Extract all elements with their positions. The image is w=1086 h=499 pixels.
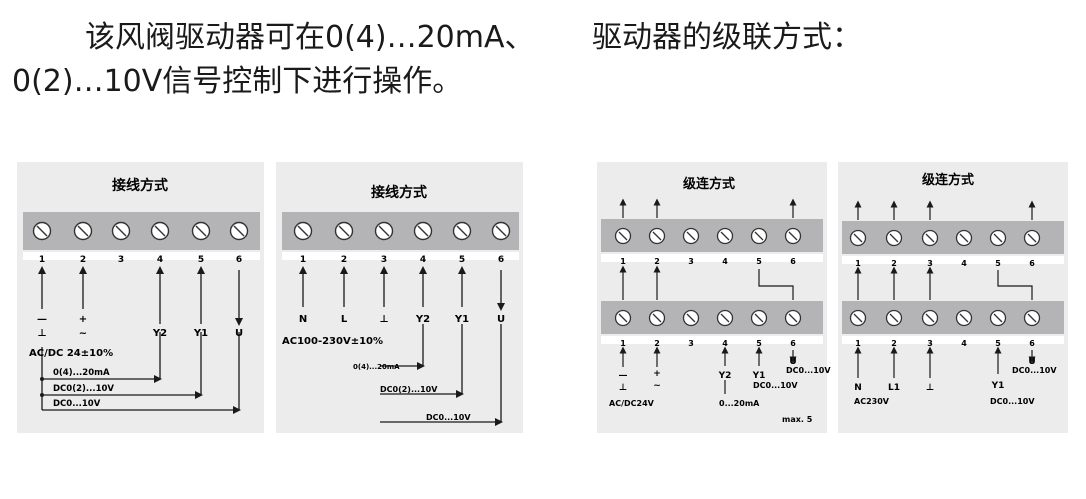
u-label: U	[789, 357, 796, 367]
terminal-strip	[23, 212, 260, 250]
u-label: U	[1028, 357, 1035, 367]
terminal-number: 2	[891, 259, 897, 268]
max-label: max. 5	[782, 415, 813, 424]
y1-label: Y1	[193, 328, 208, 339]
terminal-number: 5	[756, 257, 762, 266]
u-label: U	[497, 314, 505, 325]
terminal-number: 4	[961, 339, 967, 348]
signal-label: 0(4)...20mA	[353, 363, 400, 371]
signal-label: DC0...10V	[426, 413, 471, 422]
terminal-number: 3	[927, 339, 933, 348]
supply-label: AC100-230V±10%	[282, 336, 383, 347]
terminal-number: 4	[961, 259, 967, 268]
cascade-panel-230v: 级连方式 1 2 3 4 5 6 1 2	[838, 162, 1068, 433]
terminal-number: 1	[620, 339, 626, 348]
signal-label: DC0(2)...10V	[380, 385, 438, 394]
wiring-panel-230v: 接线方式 1 2 3 4 5 6 N L ⊥ Y2 Y1 U	[276, 162, 523, 433]
n-label: N	[299, 314, 307, 325]
cascade-diagram-24v: 级连方式 1 2 3 4 5 6 1 2 3 4	[601, 176, 831, 424]
terminal-number: 2	[341, 255, 347, 265]
terminal-number: 4	[157, 255, 163, 265]
signal-label: DC0...10V	[53, 399, 101, 409]
terminal-number: 4	[420, 255, 426, 265]
terminal-number: 6	[1029, 339, 1035, 348]
ground-label: ⊥	[619, 383, 627, 393]
y1-label: Y1	[991, 381, 1005, 391]
ground-label: ⊥	[37, 328, 46, 339]
terminal-number: 3	[118, 255, 124, 265]
terminal-number: 3	[381, 255, 387, 265]
terminal-number: 4	[722, 339, 728, 348]
panel-title: 级连方式	[922, 172, 974, 188]
intro-line-1: 该风阀驱动器可在0(4)…20mA、	[85, 20, 535, 55]
screw-terminals	[32, 221, 249, 241]
terminal-number: 2	[654, 257, 660, 266]
terminal-number: 5	[459, 255, 465, 265]
y2-label: Y2	[152, 328, 167, 339]
terminal-strip	[282, 212, 519, 250]
y2-signal-label: 0...20mA	[719, 399, 760, 408]
terminal-number: 1	[300, 255, 306, 265]
wiring-panel-24v: 接线方式 1 2 3 4 5 6 — + ⊥ ~ Y2 Y	[17, 162, 264, 433]
cascade-panel-24v: 级连方式 1 2 3 4 5 6 1 2 3 4	[597, 162, 831, 433]
terminal-number: 2	[654, 339, 660, 348]
n-label: N	[854, 383, 862, 393]
u-label: U	[235, 328, 243, 339]
cascade-diagram-230v: 级连方式 1 2 3 4 5 6 1 2	[842, 172, 1064, 406]
terminal-number: 4	[722, 257, 728, 266]
y1-label: Y1	[454, 314, 469, 325]
cascade-heading: 驱动器的级联方式：	[592, 20, 862, 55]
signal-label: DC0(2)...10V	[53, 384, 114, 394]
ground-label: ⊥	[379, 314, 388, 325]
tilde-label: ~	[653, 381, 661, 391]
terminal-number: 3	[927, 259, 933, 268]
out-signal-label: DC0...10V	[1012, 366, 1057, 375]
y1-signal-label: DC0...10V	[753, 381, 798, 390]
terminal-number: 6	[1029, 259, 1035, 268]
ground-label: ⊥	[926, 383, 934, 393]
terminal-number: 2	[80, 255, 86, 265]
terminal-number: 6	[790, 257, 796, 266]
minus-label: —	[37, 314, 47, 325]
y1-signal-label: DC0...10V	[990, 397, 1035, 406]
supply-label: AC/DC 24±10%	[29, 348, 113, 359]
terminal-number: 1	[620, 257, 626, 266]
y2-label: Y2	[415, 314, 430, 325]
terminal-number: 1	[855, 259, 861, 268]
terminal-number: 1	[855, 339, 861, 348]
supply-label: AC230V	[854, 397, 890, 406]
terminal-number: 2	[891, 339, 897, 348]
y1-label: Y1	[752, 371, 766, 381]
wiring-diagram-230v: 接线方式 1 2 3 4 5 6 N L ⊥ Y2 Y1 U	[282, 184, 519, 426]
tilde-label: ~	[79, 328, 87, 339]
minus-label: —	[619, 371, 628, 381]
l-label: L	[341, 314, 348, 325]
terminal-number: 5	[995, 339, 1001, 348]
panel-title: 接线方式	[371, 184, 427, 201]
terminal-number: 5	[198, 255, 204, 265]
panel-title: 接线方式	[112, 177, 168, 194]
terminal-number: 6	[236, 255, 242, 265]
terminal-number: 5	[995, 259, 1001, 268]
terminal-number: 3	[688, 339, 694, 348]
signal-label: 0(4)...20mA	[53, 368, 110, 378]
terminal-number: 6	[498, 255, 504, 265]
terminal-number: 1	[39, 255, 45, 265]
supply-label: AC/DC24V	[609, 399, 655, 408]
terminal-number: 6	[790, 339, 796, 348]
plus-label: +	[79, 314, 87, 325]
y2-label: Y2	[718, 371, 732, 381]
terminal-number: 3	[688, 257, 694, 266]
panel-title: 级连方式	[683, 176, 735, 192]
out-signal-label: DC0...10V	[786, 366, 831, 375]
plus-label: +	[653, 369, 661, 379]
intro-line-2: 0(2)…10V信号控制下进行操作。	[12, 64, 463, 99]
terminal-number: 5	[756, 339, 762, 348]
wiring-diagram-24v: 接线方式 1 2 3 4 5 6 — + ⊥ ~ Y2 Y	[23, 177, 260, 414]
l1-label: L1	[888, 383, 900, 393]
